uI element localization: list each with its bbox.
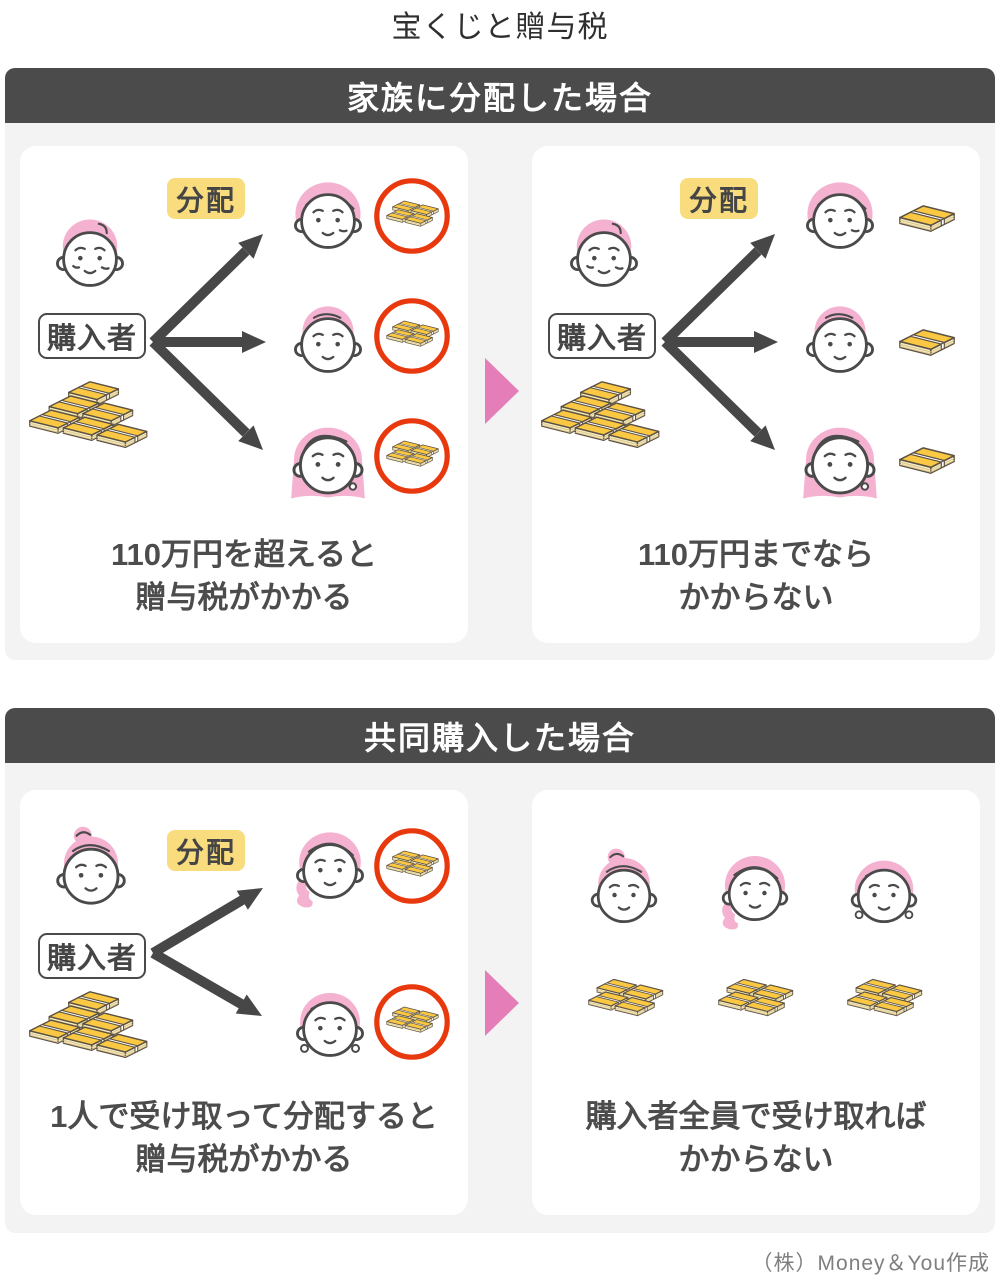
caption-line: 110万円までなら — [637, 537, 874, 572]
taxed-money-circle-icon — [377, 987, 447, 1057]
taxed-money-circle-icon — [377, 831, 447, 901]
section-joint-purchase: 共同購入した場合 分配 購入者 1人で受け取って分配すると 贈与税がかかる — [5, 708, 995, 1233]
money-bundle-icon — [899, 447, 955, 474]
taxed-money-circle-icon — [377, 181, 447, 251]
money-bundle-icon — [899, 329, 955, 356]
panel-caption: 110万円までなら かからない — [532, 534, 980, 620]
recipient-woman-long-icon — [291, 428, 365, 499]
caption-line: 1人で受け取って分配すると — [50, 1099, 438, 1134]
recipient-woman-earrings-icon — [297, 993, 362, 1055]
page-title: 宝くじと贈与税 — [391, 11, 609, 44]
taxed-money-circle-icon — [377, 301, 447, 371]
purchaser-label: 購入者 — [38, 313, 146, 359]
panel-caption: 購入者全員で受け取れば かからない — [532, 1096, 980, 1182]
panel-family-nontaxed: 分配 購入者 110万円までなら かからない — [532, 146, 980, 643]
caption-line: 贈与税がかかる — [135, 579, 353, 615]
purchaser-label: 購入者 — [548, 313, 656, 359]
scene-family-nontaxed — [532, 146, 955, 526]
caption-line: 110万円を超えると — [110, 537, 378, 572]
panel-joint-nontaxed: 購入者全員で受け取れば かからない — [532, 790, 980, 1215]
purchaser-label: 購入者 — [38, 933, 146, 979]
caption-line: かからない — [678, 579, 834, 615]
money-pile-medium-icon — [848, 979, 922, 1015]
distribution-arrows-icon — [149, 234, 266, 450]
next-step-triangle-icon — [485, 358, 519, 424]
section-header-joint: 共同購入した場合 — [5, 708, 995, 763]
recipient-woman-long-icon — [803, 428, 877, 499]
credit-text: （株）Money＆You作成 — [751, 1252, 990, 1275]
distribution-arrows-icon — [150, 888, 263, 1016]
money-pile-medium-icon — [719, 979, 793, 1015]
purchaser-woman-bun-icon — [592, 849, 656, 922]
recipient-woman-earrings-icon — [852, 861, 916, 922]
purchaser-woman-bun-icon — [58, 827, 125, 904]
distribute-label: 分配 — [167, 178, 245, 219]
distribute-label: 分配 — [680, 178, 758, 219]
recipient-woman-bob-icon — [807, 182, 872, 247]
section-family-distribution: 家族に分配した場合 分配 購入者 110万円を超え — [5, 68, 995, 660]
caption-line: かからない — [678, 1141, 834, 1177]
scene-family-taxed — [20, 146, 468, 526]
recipient-woman-ponytail-icon — [296, 832, 362, 907]
purchaser-man-icon — [57, 219, 122, 285]
money-pile-large-icon — [30, 992, 147, 1058]
caption-line: 贈与税がかかる — [135, 1141, 353, 1177]
section-header-family: 家族に分配した場合 — [5, 68, 995, 123]
panel-caption: 110万円を超えると 贈与税がかかる — [20, 534, 468, 620]
panel-family-taxed: 分配 購入者 110万円を超えると 贈与税がかかる — [20, 146, 468, 643]
taxed-money-circle-icon — [377, 421, 447, 491]
scene-joint-nontaxed — [532, 790, 980, 1090]
recipient-woman-bob-icon — [295, 182, 360, 247]
recipient-man-young-icon — [295, 306, 360, 371]
purchaser-man-icon — [571, 219, 636, 285]
money-pile-large-icon — [542, 382, 659, 448]
recipient-woman-ponytail-icon — [722, 856, 787, 929]
money-pile-large-icon — [30, 382, 147, 448]
distribution-arrows-icon — [661, 234, 778, 450]
panel-joint-taxed: 分配 購入者 1人で受け取って分配すると 贈与税がかかる — [20, 790, 468, 1215]
money-pile-medium-icon — [589, 979, 663, 1015]
caption-line: 購入者全員で受け取れば — [585, 1099, 927, 1134]
panel-caption: 1人で受け取って分配すると 贈与税がかかる — [20, 1096, 468, 1182]
distribute-label: 分配 — [167, 830, 245, 871]
scene-joint-taxed — [20, 790, 468, 1090]
money-bundle-icon — [899, 205, 955, 232]
recipient-man-young-icon — [807, 306, 872, 371]
next-step-triangle-icon — [485, 970, 519, 1036]
